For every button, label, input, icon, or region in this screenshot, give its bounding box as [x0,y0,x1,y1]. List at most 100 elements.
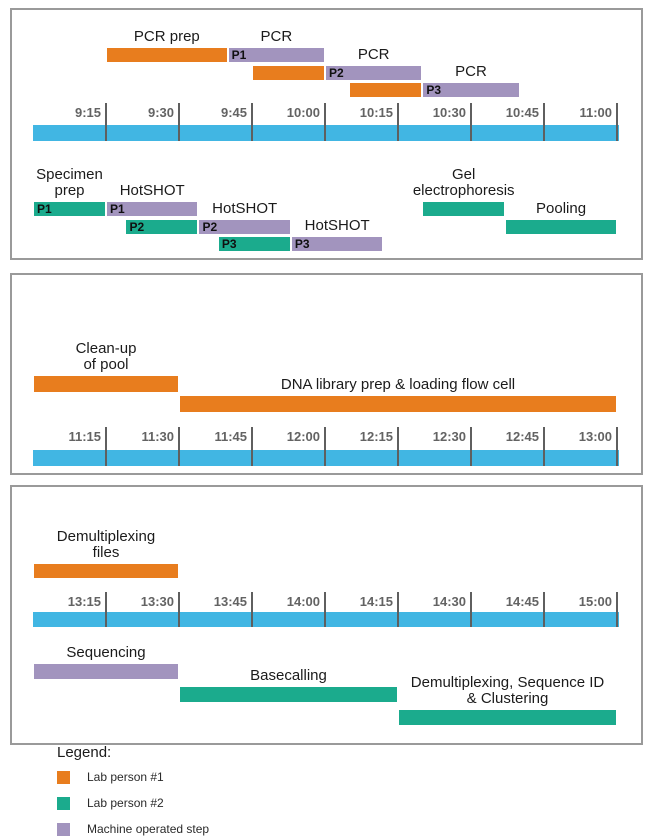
time-tick-label: 9:30 [147,105,174,120]
task-label: Basecalling [250,667,327,684]
task-tag: P1 [37,202,52,216]
task-label: PCR [260,28,293,45]
task-tag: P3 [294,237,310,251]
time-tick-label: 13:30 [140,594,174,609]
time-tick-label: 14:45 [505,594,539,609]
time-tick-label: 10:30 [432,105,466,120]
task-tag: P1 [110,202,125,216]
task-bar-prep-step: P2 [126,219,198,234]
time-tick-label: 9:15 [74,105,101,120]
timeline-tick [324,427,326,466]
time-tick-label: 10:00 [286,105,320,120]
task-bar-hotshot: P2 [199,219,290,234]
legend: Legend: Lab person #1 Lab person #2 Mach… [57,744,209,837]
timeline-tick [251,103,253,141]
time-tick-label: 13:45 [213,594,247,609]
task-bar-hotshot: P1 [107,202,198,216]
timeline-tick [324,103,326,141]
timeline-tick [397,103,399,141]
timeline-tick [616,427,618,466]
task-bar-prep-step: P3 [218,237,290,251]
task-bar-hotshot: P3 [291,237,383,251]
legend-swatch-machine-step [57,822,70,836]
task-tag: P3 [221,237,237,251]
panel-pool-cleanup-and-library-prep [10,273,643,475]
time-tick-label: 10:45 [505,105,539,120]
task-tag: P2 [129,219,145,234]
timeline-tick [470,427,472,466]
task-label: PCR [357,45,390,63]
timeline-bar [33,125,619,141]
time-tick-label: 11:15 [68,429,101,444]
legend-swatch-lab-person-2 [57,796,70,810]
task-bar-clean-up-of-pool [34,376,178,392]
timeline-tick [178,427,180,466]
legend-item: Machine operated step [57,822,209,836]
task-label: PCR [455,63,487,80]
task-bar-basecalling [180,687,397,702]
task-label: Gel electrophoresis [412,166,515,199]
timeline-tick [470,592,472,627]
task-bar-specimen-prep: P1 [34,202,105,216]
task-label: PCR prep [133,28,200,45]
task-label: Demultiplexing, Sequence ID & Clustering [410,674,605,707]
legend-title: Legend: [57,744,112,761]
task-label: HotSHOT [119,182,185,199]
legend-item: Lab person #2 [57,796,209,810]
task-label: HotSHOT [304,217,370,234]
task-bar-sequencing [34,664,178,679]
timeline-tick [616,103,618,141]
timeline-tick [105,427,107,466]
task-label: Pooling [536,199,587,217]
task-bar-pcr: P2 [326,65,422,80]
task-bar-dna-library-prep-loading-flow-cell [180,395,616,412]
timeline-tick [178,592,180,627]
task-bar-pcr: P1 [228,48,324,62]
time-tick-label: 10:15 [359,105,393,120]
task-tag: P3 [426,83,442,97]
legend-item-label: Lab person #2 [87,796,164,810]
time-tick-label: 9:45 [220,105,247,120]
timeline-tick [105,592,107,627]
timeline-tick [178,103,180,141]
task-bar-pcr: P3 [423,83,519,97]
timeline-bar [33,612,619,627]
task-tag: P1 [231,48,247,62]
task-tag: P2 [202,219,218,234]
timeline-tick [543,427,545,466]
timeline-tick [397,427,399,466]
timeline-tick [324,592,326,627]
task-label: Specimen prep [36,166,103,199]
legend-item: Lab person #1 [57,770,209,784]
task-bar-prep-step [350,83,422,97]
task-bar-prep-step [253,65,324,80]
timeline-tick [470,103,472,141]
timeline-tick [251,427,253,466]
timeline-tick [543,103,545,141]
time-tick-label: 11:30 [141,429,174,444]
task-tag: P2 [329,65,344,80]
task-bar-pcr-prep [107,48,227,62]
legend-item-label: Lab person #1 [87,770,164,784]
timeline-tick [105,103,107,141]
task-label: DNA library prep & loading flow cell [280,375,516,393]
time-tick-label: 12:45 [505,429,539,444]
timeline-tick [543,592,545,627]
timeline-tick [251,592,253,627]
task-bar-demultiplexing-sequence-id-clustering [399,710,616,725]
time-tick-label: 11:00 [579,105,612,120]
time-tick-label: 12:30 [432,429,466,444]
time-tick-label: 11:45 [214,429,247,444]
time-tick-label: 15:00 [578,594,612,609]
time-tick-label: 13:15 [67,594,101,609]
time-tick-label: 14:30 [432,594,466,609]
time-tick-label: 14:00 [286,594,320,609]
time-tick-label: 13:00 [578,429,612,444]
task-label: HotSHOT [212,199,278,217]
timeline-tick [397,592,399,627]
legend-swatch-lab-person-1 [57,770,70,784]
task-bar-demultiplexing-files [34,564,178,578]
task-label: Sequencing [66,644,146,661]
task-bar-pooling [506,219,616,234]
